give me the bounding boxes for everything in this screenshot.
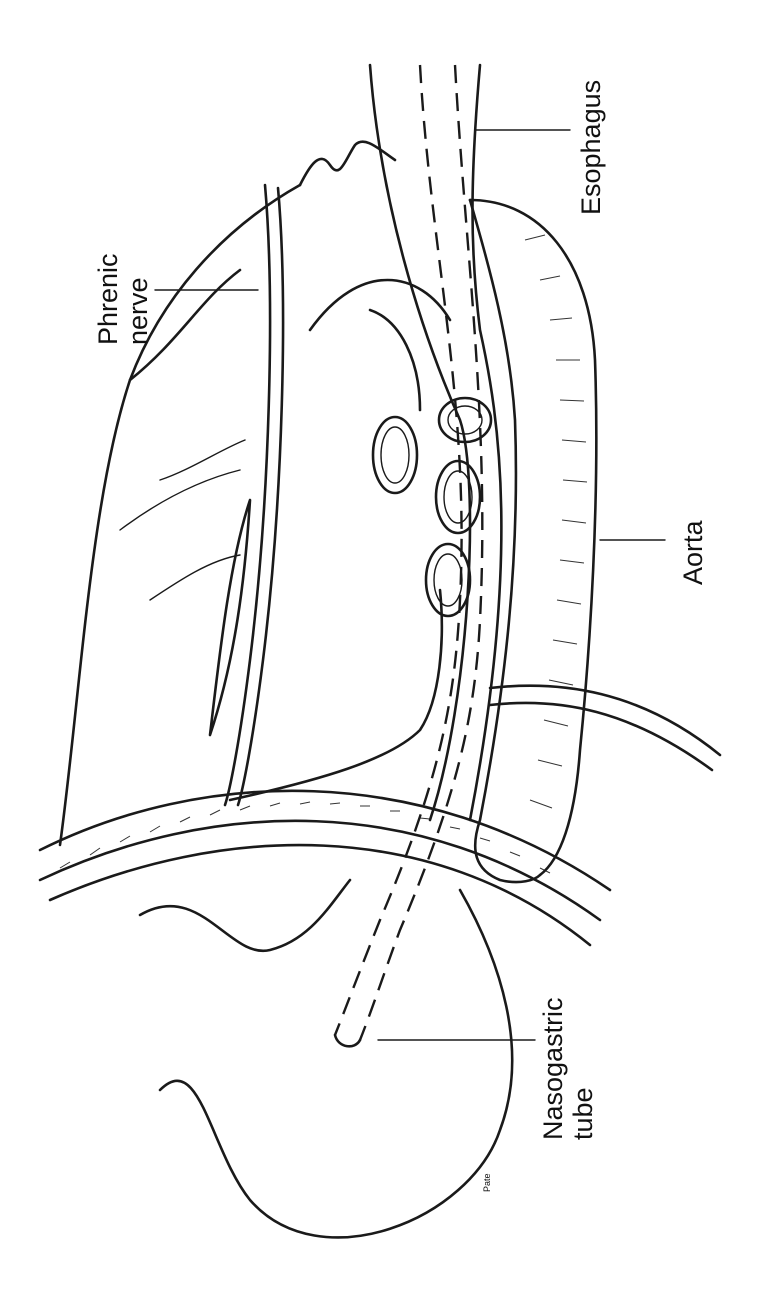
heart-outline: [228, 278, 452, 802]
phrenic-nerve: [223, 183, 285, 807]
nasogastric-tube-label: Nasogastric tube: [538, 997, 598, 1140]
pulmonary-veins: [371, 396, 493, 618]
esophagus-tube: [333, 63, 503, 1048]
aorta-label: Aorta: [678, 520, 708, 585]
leader-lines: [154, 129, 666, 1041]
drain-tube: [488, 684, 722, 772]
lung-outline: [58, 140, 397, 847]
aorta-vessel: [468, 198, 598, 884]
artist-signature: Pate: [482, 1173, 492, 1192]
phrenic-nerve-label: Phrenic nerve: [93, 253, 153, 345]
esophagus-label: Esophagus: [576, 79, 606, 215]
stomach-outline: [138, 878, 514, 1239]
diaphragm-band: [38, 789, 612, 947]
